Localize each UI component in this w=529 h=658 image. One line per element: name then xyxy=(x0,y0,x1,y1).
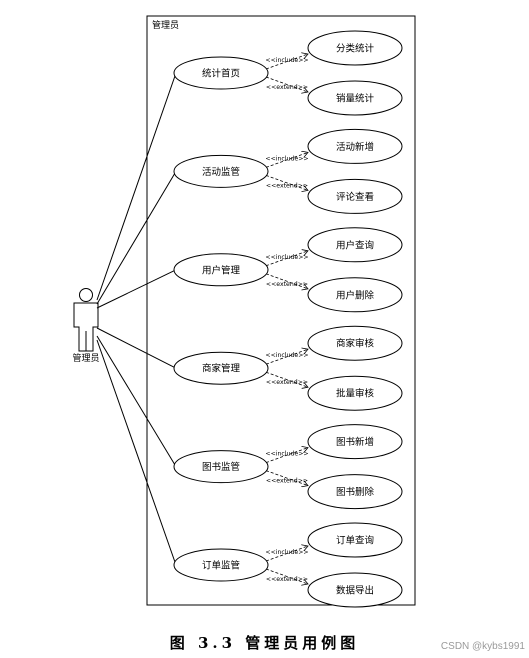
association-line xyxy=(96,72,177,301)
watermark: CSDN @kybs1991 xyxy=(440,641,525,652)
include-arrow xyxy=(265,448,308,463)
use-case-main-label: 订单监管 xyxy=(202,560,240,572)
include-label: <<include>> xyxy=(265,352,308,359)
extend-label: <<extend>> xyxy=(266,182,308,189)
use-case-main xyxy=(173,450,269,484)
use-case-extend-label: 评论查看 xyxy=(336,191,374,203)
use-case-include-label: 活动新增 xyxy=(336,141,374,153)
extend-label: <<extend>> xyxy=(266,84,308,91)
extend-label: <<extend>> xyxy=(266,281,308,288)
use-case-include xyxy=(307,227,403,263)
use-case-include-label: 用户查询 xyxy=(336,239,374,251)
use-case-include-label: 图书新增 xyxy=(336,436,374,448)
use-case-main xyxy=(173,56,269,90)
use-case-extend xyxy=(307,375,403,411)
use-case-include xyxy=(307,30,403,66)
association-line xyxy=(96,335,177,467)
extend-label: <<extend>> xyxy=(266,576,308,583)
use-case-include xyxy=(307,424,403,460)
use-case-extend xyxy=(307,277,403,313)
association-line xyxy=(96,339,177,566)
include-arrow xyxy=(265,546,308,562)
use-case-extend-label: 销量统计 xyxy=(336,93,375,105)
use-case-extend xyxy=(307,178,403,214)
use-case-main xyxy=(173,548,269,582)
extend-arrow xyxy=(265,175,308,190)
use-case-main xyxy=(173,154,269,188)
use-case-main-label: 用户管理 xyxy=(202,264,241,276)
use-case-main-label: 活动监管 xyxy=(202,166,240,178)
association-line xyxy=(96,327,177,369)
use-case-extend-label: 图书删除 xyxy=(336,486,375,498)
use-case-include xyxy=(307,522,403,558)
use-case-main-label: 统计首页 xyxy=(202,68,240,80)
extend-arrow xyxy=(265,76,308,92)
extend-arrow xyxy=(265,470,308,486)
extend-label: <<extend>> xyxy=(266,478,308,485)
use-case-extend-label: 批量审核 xyxy=(336,388,375,400)
use-case-include-label: 商家审核 xyxy=(336,338,375,350)
extend-arrow xyxy=(265,568,308,584)
use-case-extend-label: 用户删除 xyxy=(336,289,375,301)
extend-arrow xyxy=(265,273,308,289)
boundary-label: 管理员 xyxy=(152,19,179,31)
include-label: <<include>> xyxy=(265,57,308,64)
include-label: <<include>> xyxy=(265,451,308,458)
actor-person-icon xyxy=(73,288,99,352)
use-case-extend xyxy=(307,474,403,510)
actor-label: 管理员 xyxy=(72,352,99,364)
use-case-include xyxy=(307,128,403,164)
use-case-extend-label: 数据导出 xyxy=(336,585,374,597)
include-label: <<include>> xyxy=(265,155,308,162)
use-case-extend xyxy=(307,572,403,608)
use-case-include xyxy=(307,325,403,361)
include-arrow xyxy=(265,54,308,70)
use-case-main xyxy=(173,351,269,385)
include-arrow xyxy=(265,152,308,168)
use-case-diagram: 管理员 管理员 <<include>> <<extend>> 统计首页 分类统计销量统… xyxy=(72,15,416,608)
figure-caption: 图 3.3 管理员用例图 xyxy=(169,634,360,652)
include-label: <<include>> xyxy=(265,254,308,261)
use-case-extend xyxy=(307,80,403,116)
include-arrow xyxy=(265,251,308,267)
use-case-include-label: 订单查询 xyxy=(336,535,374,547)
use-case-main-label: 图书监管 xyxy=(202,461,240,473)
extend-label: <<extend>> xyxy=(266,379,308,386)
use-case-main xyxy=(173,253,269,287)
association-line xyxy=(96,171,177,305)
use-case-main-label: 商家管理 xyxy=(202,363,241,375)
system-boundary xyxy=(146,15,416,606)
include-arrow xyxy=(265,349,308,365)
use-case-include-label: 分类统计 xyxy=(336,43,375,55)
extend-arrow xyxy=(265,371,308,387)
include-label: <<include>> xyxy=(265,549,308,556)
association-line xyxy=(96,269,177,309)
